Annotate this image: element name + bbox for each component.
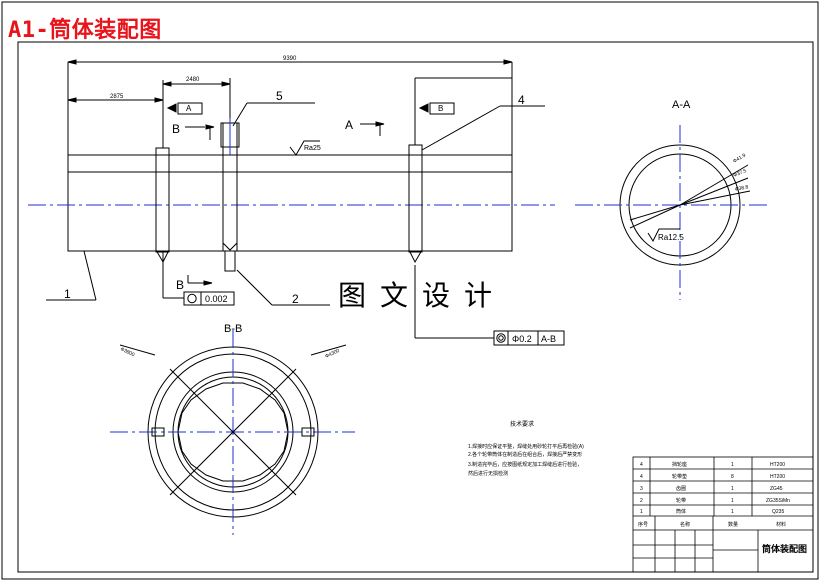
bom-row-3-qty: 1 (731, 486, 734, 492)
bom-row-3-no: 3 (640, 486, 643, 492)
bom-row-4-name: 轮带 (676, 497, 686, 504)
bom-row-4-no: 2 (640, 498, 643, 504)
part-label-1: 1 (64, 287, 71, 301)
tol-circularity-value: 0.002 (205, 294, 228, 304)
page-title: A1-筒体装配图 (8, 18, 162, 43)
bom-row-3-name: 齿圈 (676, 486, 686, 492)
section-b-title: B-B (224, 323, 242, 335)
roughness-main: Ra25 (304, 145, 321, 152)
bom-header-no: 序号 (638, 521, 648, 528)
bom-row-5-qty: 1 (731, 509, 734, 515)
section-a-dim-2: Φ37.5 (733, 168, 748, 179)
main-view (28, 59, 565, 346)
tol-runout-value: Φ0.2 (512, 334, 532, 344)
section-marker-a-top: A (345, 118, 353, 132)
dim-left: 2875 (110, 94, 124, 100)
bom-header-material: 材料 (776, 521, 786, 528)
bom-row-2-no: 4 (640, 474, 643, 480)
notes-line-1: 1.焊接时应保证平整，焊缝处用砂轮打平后再检验(A) (468, 443, 584, 450)
part-label-5: 5 (276, 89, 283, 103)
bom-row-5-material: Q235 (772, 509, 784, 515)
bom-table (632, 456, 814, 573)
main-view-labels: 9390 2875 2480 A B Ra25 0.002 Φ0.2 A-B B… (64, 56, 556, 344)
section-b-labels: B-B Φ3800 Φ4300 (119, 323, 341, 360)
section-a-roughness: Ra12.5 (658, 233, 684, 242)
notes-line-2: 2.各个轮带筒体在制造后在组合后，焊接后严禁变形 (468, 451, 582, 458)
notes-title: 技术要求 (510, 420, 534, 428)
section-b-dim-2: Φ4300 (324, 348, 340, 360)
bom-row-4-material: ZG35SiMn (766, 498, 790, 504)
section-a-view (575, 125, 770, 300)
section-b-view (110, 330, 355, 535)
part-label-4: 4 (518, 93, 525, 107)
section-a-dim-3: Φ38.8 (734, 184, 749, 193)
notes-line-3: 3.制造完毕后，应按图纸规定加工焊缝后进行检验， (468, 461, 582, 468)
inner-border (17, 41, 814, 573)
section-a-title: A-A (672, 99, 691, 111)
section-marker-b-bottom: B (176, 278, 184, 292)
section-a-dim-1: Φ41.9 (732, 153, 747, 165)
bom-header-qty: 数量 (728, 521, 738, 528)
bom-row-2-name: 轮带垫 (672, 473, 687, 480)
bom-row-2-qty: 8 (731, 474, 734, 480)
bom-header-name: 名称 (680, 521, 690, 528)
bom-row-3-material: ZG45 (770, 486, 783, 492)
bom-row-5-no: 1 (640, 509, 643, 515)
bom-row-1-material: HT200 (770, 462, 785, 468)
bom-row-2-material: HT200 (770, 474, 785, 480)
bom-row-5-name: 筒体 (676, 508, 686, 515)
dim-mid: 2480 (186, 77, 200, 83)
datum-a-label: A (186, 104, 192, 113)
bom-row-4-qty: 1 (731, 498, 734, 504)
section-a-labels: A-A Φ41.9 Φ37.5 Φ38.8 Ra12.5 (658, 99, 749, 242)
section-marker-b-top: B (172, 122, 180, 136)
drawing-name: 筒体装配图 (762, 543, 807, 554)
datum-b-label: B (438, 104, 443, 113)
technical-notes: 技术要求 1.焊接时应保证平整，焊缝处用砂轮打平后再检验(A) 2.各个轮带筒体… (468, 420, 584, 477)
bom-row-1-name: 挡轮座 (672, 461, 687, 468)
watermark: 图文设计 (338, 279, 507, 312)
bom-row-1-qty: 1 (731, 462, 734, 468)
notes-line-4: 然后进行无损检测 (468, 470, 508, 477)
bom-row-1-no: 4 (640, 462, 643, 468)
part-label-2: 2 (292, 292, 299, 306)
riding-ring-right (408, 144, 423, 253)
cylinder-body (67, 154, 513, 252)
riding-ring-left (155, 147, 170, 253)
dim-overall: 9390 (283, 56, 297, 62)
tol-runout-datum: A-B (541, 334, 556, 344)
bom-text: 4 挡轮座 1 HT200 4 轮带垫 8 HT200 3 齿圈 1 ZG45 … (638, 461, 807, 554)
section-b-dim-1: Φ3800 (119, 346, 135, 358)
